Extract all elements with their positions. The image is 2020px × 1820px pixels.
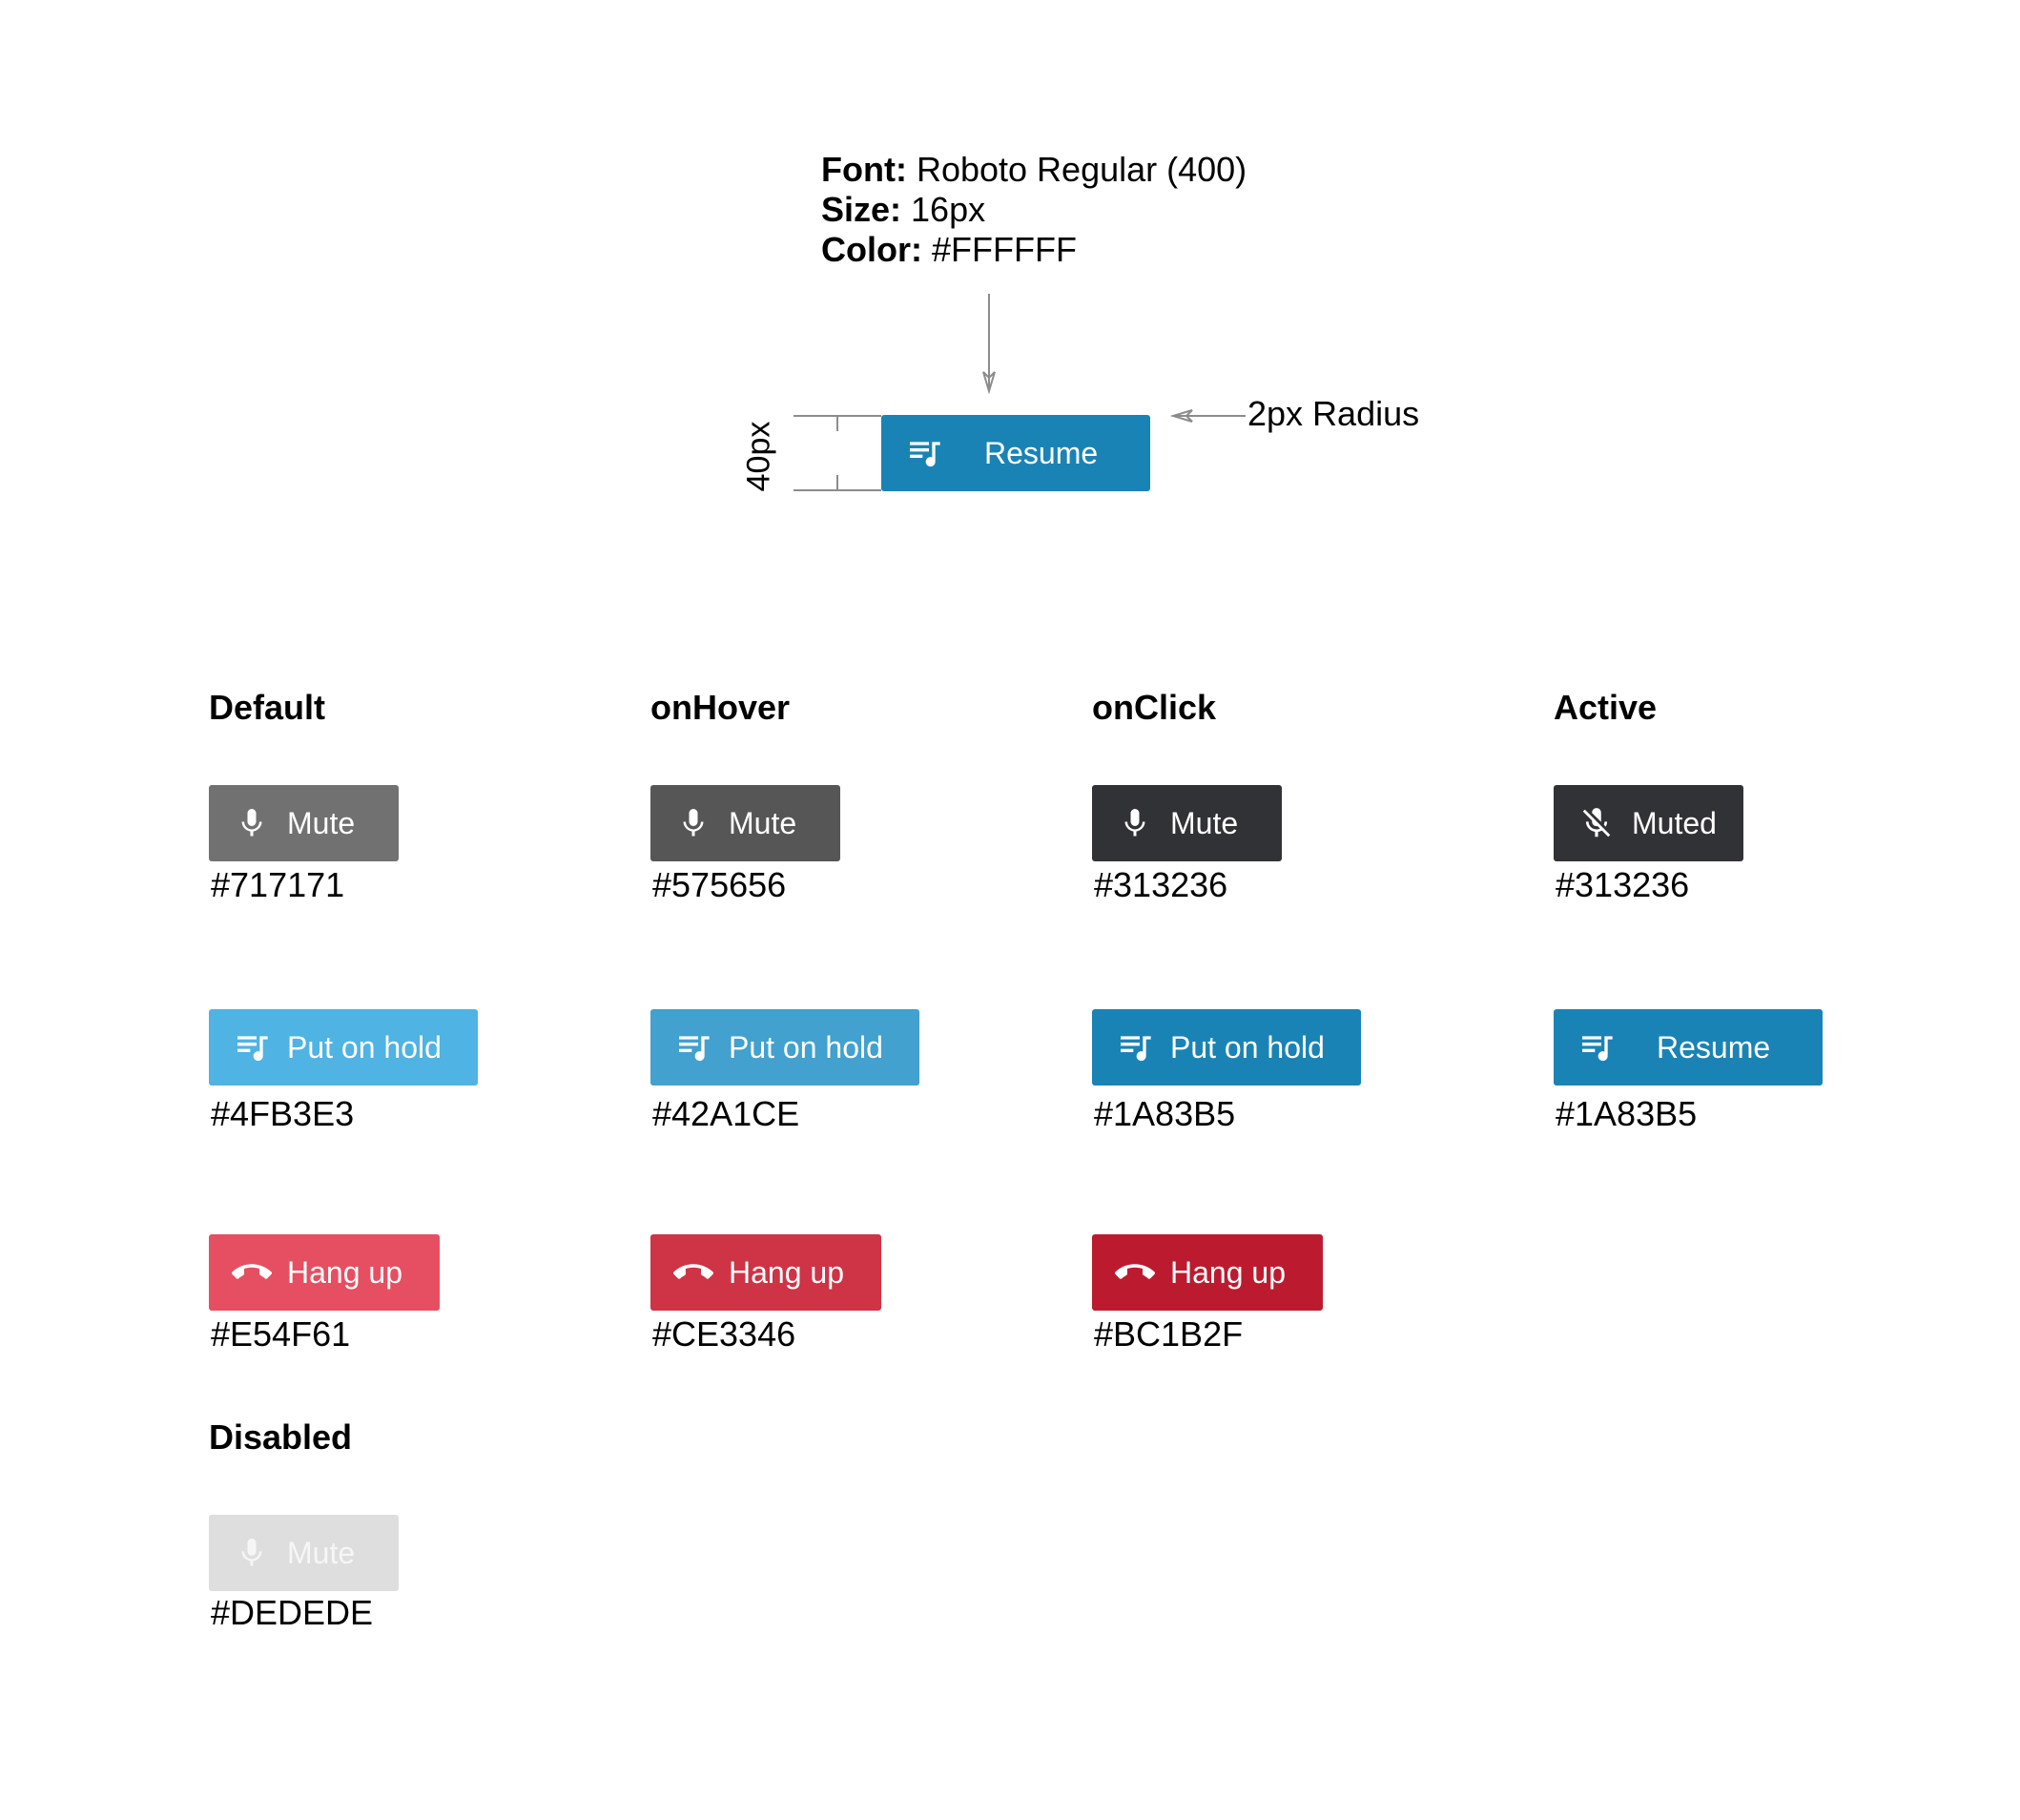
phone-hangup-icon (673, 1252, 713, 1293)
mute-label: Mute (287, 1535, 356, 1570)
hex-mute-active: #313236 (1556, 865, 1690, 904)
playlist-music-icon (1115, 1027, 1155, 1067)
hex-hold-default: #4FB3E3 (211, 1094, 355, 1133)
phone-hangup-icon (1115, 1252, 1155, 1293)
hex-hangup-default: #E54F61 (211, 1314, 351, 1354)
microphone-icon (1115, 803, 1155, 843)
hold-button-hover[interactable]: Put on hold (650, 1009, 919, 1086)
hex-mute-disabled: #DEDEDE (211, 1593, 374, 1632)
mute-label: Mute (1170, 805, 1239, 840)
heading-onhover: onHover (650, 688, 791, 727)
mute-button-disabled: Mute (209, 1515, 399, 1591)
hex-hold-click: #1A83B5 (1094, 1094, 1236, 1133)
hangup-button-hover[interactable]: Hang up (650, 1234, 881, 1311)
left-arrow-annotation (1169, 409, 1246, 423)
heading-active: Active (1554, 688, 1658, 727)
microphone-icon (673, 803, 713, 843)
hangup-label: Hang up (287, 1254, 402, 1290)
spec-color-value: #FFFFFF (921, 230, 1077, 269)
mute-button-click[interactable]: Mute (1092, 785, 1282, 861)
spec-size-value: 16px (901, 190, 986, 229)
spec-font-value: Roboto Regular (400) (906, 150, 1247, 189)
phone-hangup-icon (232, 1252, 272, 1293)
down-arrow-annotation (982, 294, 996, 395)
muted-button-active[interactable]: Muted (1554, 785, 1743, 861)
height-label: 40px (740, 421, 777, 491)
playlist-music-icon (1577, 1027, 1617, 1067)
mute-label: Mute (287, 805, 356, 840)
spec-color-key: Color: (821, 230, 922, 269)
spec-font-key: Font: (821, 150, 907, 189)
radius-label: 2px Radius (1247, 394, 1420, 433)
heading-disabled: Disabled (209, 1417, 353, 1457)
microphone-icon (232, 803, 272, 843)
playlist-music-icon (904, 433, 944, 473)
resume-button-active[interactable]: Resume (1554, 1009, 1823, 1086)
mute-button-hover[interactable]: Mute (650, 785, 840, 861)
height-dimension-lines (794, 415, 881, 491)
hex-hold-hover: #42A1CE (652, 1094, 800, 1133)
spec-font-line: Font: Roboto Regular (400) (821, 150, 1247, 190)
hex-hangup-hover: #CE3346 (652, 1314, 796, 1354)
spec-resume-label: Resume (984, 435, 1099, 470)
mute-label: Mute (729, 805, 797, 840)
hold-button-default[interactable]: Put on hold (209, 1009, 478, 1086)
hold-label: Put on hold (287, 1029, 442, 1065)
hangup-label: Hang up (1170, 1254, 1286, 1290)
hex-mute-default: #717171 (211, 865, 345, 904)
mute-button-default[interactable]: Mute (209, 785, 399, 861)
heading-default: Default (209, 688, 326, 727)
hold-label: Put on hold (729, 1029, 883, 1065)
hex-hold-active: #1A83B5 (1556, 1094, 1698, 1133)
hold-button-click[interactable]: Put on hold (1092, 1009, 1361, 1086)
hangup-button-click[interactable]: Hang up (1092, 1234, 1323, 1311)
hex-mute-click: #313236 (1094, 865, 1228, 904)
hex-mute-hover: #575656 (652, 865, 787, 904)
resume-label: Resume (1657, 1029, 1771, 1065)
spec-description: Font: Roboto Regular (400) Size: 16px Co… (821, 150, 1247, 270)
muted-label: Muted (1632, 805, 1717, 840)
hex-hangup-click: #BC1B2F (1094, 1314, 1244, 1354)
microphone-off-icon (1577, 803, 1617, 843)
hold-label: Put on hold (1170, 1029, 1325, 1065)
hangup-label: Hang up (729, 1254, 844, 1290)
microphone-icon (232, 1533, 272, 1573)
spec-resume-button[interactable]: Resume (881, 415, 1150, 491)
heading-onclick: onClick (1092, 688, 1217, 727)
playlist-music-icon (673, 1027, 713, 1067)
hangup-button-default[interactable]: Hang up (209, 1234, 440, 1311)
spec-color-line: Color: #FFFFFF (821, 230, 1247, 270)
spec-size-key: Size: (821, 190, 902, 229)
playlist-music-icon (232, 1027, 272, 1067)
spec-size-line: Size: 16px (821, 190, 1247, 230)
